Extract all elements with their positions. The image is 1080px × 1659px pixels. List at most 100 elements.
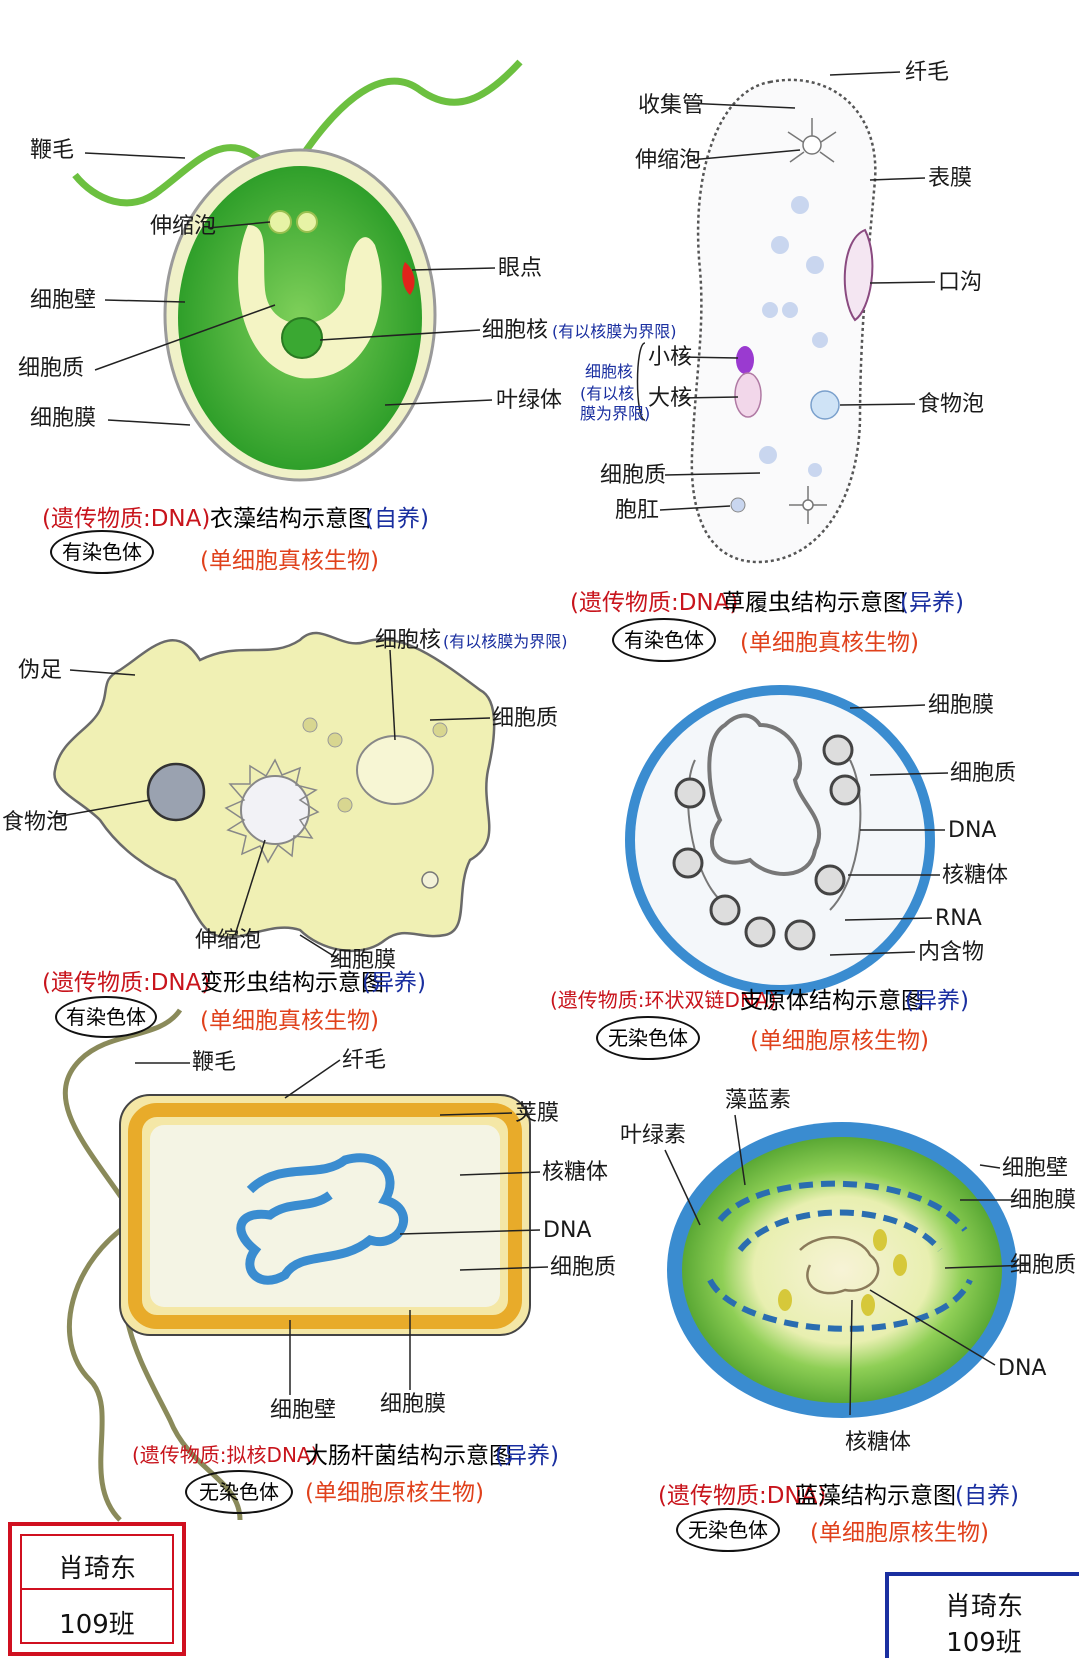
label-nucleus-note: (有以核膜为界限) bbox=[552, 322, 677, 341]
cyanobacteria-nutrition: (自养) bbox=[955, 1483, 1019, 1509]
ecoli-genetic-material: (遗传物质:拟核DNA) bbox=[132, 1443, 319, 1467]
label-flagellum-e: 鞭毛 bbox=[192, 1050, 237, 1075]
chlamydomonas-nutrition: (自养) bbox=[365, 506, 429, 532]
amoeba-granule-1 bbox=[302, 717, 318, 733]
mycoplasma-ribosome-2 bbox=[672, 847, 704, 879]
amoeba-granule-5 bbox=[421, 871, 439, 889]
paramecium-genetic-material: (遗传物质:DNA) bbox=[570, 590, 739, 616]
paramecium-vacuole-4 bbox=[762, 302, 778, 318]
lead-macro bbox=[679, 396, 739, 399]
paramecium-vacuole-2 bbox=[771, 236, 789, 254]
label-oral-groove: 口沟 bbox=[938, 270, 983, 295]
label-collecting-canal: 收集管 bbox=[638, 93, 705, 118]
label-contractile-vacuole-a: 伸缩泡 bbox=[195, 928, 262, 953]
lead-phycocyanin-c bbox=[734, 1114, 746, 1186]
paramecium-nucleus-bracket bbox=[636, 342, 646, 421]
label-pili-e: 纤毛 bbox=[342, 1048, 387, 1073]
author-stamp: 肖琦东 109班 bbox=[8, 1522, 186, 1656]
label-eyespot: 眼点 bbox=[498, 256, 543, 281]
label-cell-membrane-e: 细胞膜 bbox=[380, 1392, 447, 1417]
lead-cilia bbox=[829, 71, 901, 76]
amoeba-category: (单细胞真核生物) bbox=[200, 1008, 379, 1034]
label-cytoplasm-m: 细胞质 bbox=[950, 761, 1017, 786]
lead-cytoplasm bbox=[94, 304, 276, 371]
paramecium-title: 草履虫结构示意图 bbox=[722, 590, 906, 616]
paramecium-macronucleus bbox=[734, 372, 762, 418]
paramecium-vacuole-5 bbox=[782, 302, 798, 318]
chlamydomonas-genetic-material: (遗传物质:DNA) bbox=[42, 506, 211, 532]
mycoplasma-title: 支原体结构示意图 bbox=[740, 988, 924, 1014]
lead-cytoplasm-c bbox=[944, 1264, 1031, 1269]
label-macronucleus: 大核 bbox=[648, 386, 693, 411]
lead-collecting bbox=[684, 102, 796, 109]
ecoli-chromosome-oval: 无染色体 bbox=[185, 1470, 293, 1514]
ecoli-dna bbox=[236, 1153, 408, 1285]
paramecium-vacuole-3 bbox=[806, 256, 824, 274]
amoeba-nutrition: (异养) bbox=[362, 970, 426, 996]
label-contractile-vacuole-p: 伸缩泡 bbox=[635, 148, 702, 173]
label-cell-wall-c: 细胞壁 bbox=[1002, 1156, 1069, 1181]
lead-contractile bbox=[207, 221, 271, 229]
label-cell-membrane-c: 细胞膜 bbox=[1010, 1188, 1077, 1213]
lead-cytoplasm-p bbox=[664, 472, 761, 476]
paramecium-contractile-vacuole bbox=[787, 118, 837, 163]
paramecium-micronucleus bbox=[736, 346, 754, 374]
chlamydomonas-nucleus bbox=[281, 317, 323, 359]
label-nucleus-note-a2: (有以核膜为界限) bbox=[443, 632, 568, 651]
chlamydomonas-chromosome-oval: 有染色体 bbox=[50, 530, 154, 574]
label-capsule-e: 荚膜 bbox=[515, 1101, 560, 1126]
label-cell-membrane-m: 细胞膜 bbox=[928, 693, 995, 718]
label-dna-c: DNA bbox=[998, 1356, 1047, 1381]
label-food-vacuole-a: 食物泡 bbox=[2, 810, 69, 835]
label-cytoplasm-c: 细胞质 bbox=[1010, 1253, 1077, 1278]
lead-contractile-a bbox=[234, 839, 266, 936]
label-pellicle: 表膜 bbox=[928, 166, 973, 191]
label-nucleus: 细胞核 bbox=[482, 318, 549, 343]
paramecium-food-vacuole bbox=[810, 390, 840, 420]
amoeba-food-vacuole bbox=[146, 762, 206, 822]
cyanobacteria-drawing bbox=[664, 1114, 1031, 1418]
lead-pili-e bbox=[284, 1059, 341, 1099]
lead-nucleus-a bbox=[389, 649, 396, 741]
label-cell-membrane-a: 细胞膜 bbox=[330, 948, 397, 973]
cyanobacteria-category: (单细胞原核生物) bbox=[810, 1520, 989, 1546]
mycoplasma-ribosome-7 bbox=[829, 774, 861, 806]
label-nucleus-note-b: 膜为界限) bbox=[580, 404, 651, 423]
paramecium-anal-pore bbox=[730, 497, 746, 513]
label-cytoplasm-e: 细胞质 bbox=[550, 1255, 617, 1280]
chlamydomonas-category: (单细胞真核生物) bbox=[200, 548, 379, 574]
lead-food-a bbox=[49, 799, 151, 819]
paramecium-vacuole-6 bbox=[812, 332, 828, 348]
paramecium-vacuole-7 bbox=[759, 446, 777, 464]
lead-cytoplasm-m bbox=[869, 772, 949, 776]
author-stamp-class: 109班 bbox=[59, 1610, 135, 1640]
paramecium-food-vacuole-star bbox=[789, 486, 827, 524]
cyanobacteria-thylakoid bbox=[707, 1180, 973, 1332]
label-ribosome-e: 核糖体 bbox=[542, 1160, 609, 1185]
lead-membrane bbox=[107, 419, 191, 426]
ecoli-cytoplasm bbox=[150, 1125, 500, 1307]
label-cilia: 纤毛 bbox=[905, 60, 950, 85]
paramecium-vacuole-1 bbox=[791, 196, 809, 214]
mycoplasma-rna bbox=[687, 759, 862, 911]
amoeba-genetic-material: (遗传物质:DNA) bbox=[42, 970, 211, 996]
mycoplasma-ribosome-3 bbox=[709, 894, 741, 926]
label-food-vacuole: 食物泡 bbox=[918, 392, 985, 417]
lead-inclusion-m bbox=[829, 951, 916, 956]
lead-anal bbox=[659, 505, 731, 511]
author-corner-mark: 肖琦东 109班 bbox=[885, 1572, 1079, 1658]
chlamydomonas-contractile-vacuole bbox=[268, 210, 292, 234]
lead-pseudopod bbox=[69, 669, 136, 676]
label-ribosome-m: 核糖体 bbox=[942, 863, 1009, 888]
lead-flagella bbox=[84, 152, 186, 159]
lead-oral bbox=[869, 281, 936, 284]
cyanobacteria-ribosome-1 bbox=[778, 1289, 792, 1311]
mycoplasma-dna bbox=[707, 713, 822, 876]
author-corner-name: 肖琦东 bbox=[944, 1592, 1023, 1622]
lead-ribosome-c bbox=[849, 1299, 853, 1416]
flagellum-right bbox=[287, 59, 523, 177]
lead-cytoplasm-a bbox=[429, 717, 491, 721]
label-cytoplasm-p: 细胞质 bbox=[600, 463, 667, 488]
amoeba-chromosome-oval: 有染色体 bbox=[55, 996, 157, 1038]
